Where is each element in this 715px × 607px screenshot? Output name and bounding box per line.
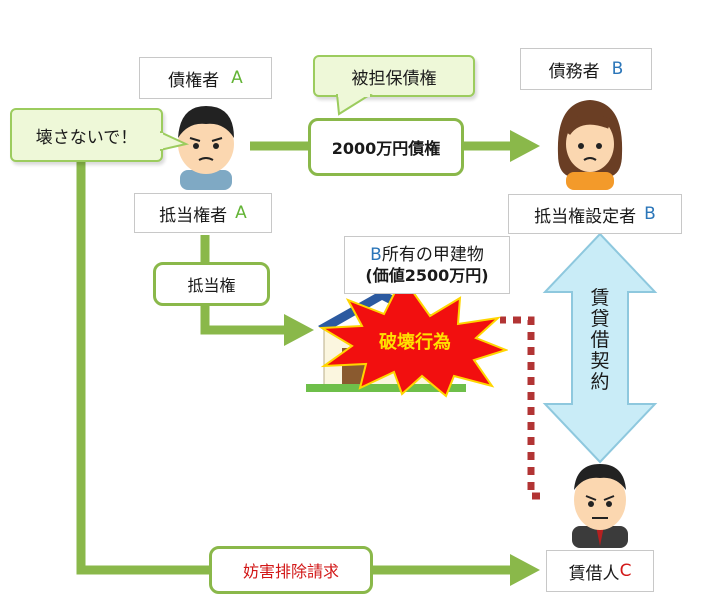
mortgagor-label: 抵当権設定者 B xyxy=(508,194,682,234)
building-name: 所有の甲建物 xyxy=(381,245,484,266)
lease-char-2: 貸 xyxy=(590,307,610,330)
injunction-box: 妨害排除請求 xyxy=(209,546,373,594)
lessee-name: 賃借人 xyxy=(568,563,620,584)
creditor-avatar xyxy=(178,106,234,190)
destruction-dotted-line xyxy=(500,316,540,500)
building-value: (価値2500万円) xyxy=(365,265,489,285)
mortgagee-letter: A xyxy=(235,203,247,223)
lease-char-3: 借 xyxy=(590,328,610,351)
mortgagor-name: 抵当権設定者 xyxy=(534,206,637,227)
lessee-letter: C xyxy=(619,561,632,581)
debtor-letter: B xyxy=(611,59,624,79)
debtor-label: 債務者 B xyxy=(520,48,652,90)
debtor-avatar xyxy=(557,100,623,190)
creditor-label: 債権者 A xyxy=(139,57,272,99)
building-owner-letter: B xyxy=(370,245,382,266)
injunction-arrowhead xyxy=(510,554,540,586)
lease-char-5: 約 xyxy=(590,370,610,393)
creditor-letter: A xyxy=(231,68,243,88)
lease-char-1: 賃 xyxy=(590,287,610,309)
lessee-label: 賃借人 C xyxy=(546,550,654,592)
claim-box: 2000万円債権 xyxy=(308,118,464,176)
collateral-note-text: 被担保債権 xyxy=(351,68,437,89)
speech-text: 壊さないで！ xyxy=(35,127,138,148)
claim-arrowhead xyxy=(510,130,540,162)
mortgage-box: 抵当権 xyxy=(153,262,270,306)
mortgage-text: 抵当権 xyxy=(187,276,236,295)
destruction-label: 破壊行為 xyxy=(379,332,451,353)
claim-text: 2000万円債権 xyxy=(331,139,441,158)
creditor-name: 債権者 xyxy=(168,70,220,91)
speech-bubble-tail xyxy=(160,130,190,152)
speech-bubble: 壊さないで！ xyxy=(10,108,163,162)
building-label: B所有の甲建物 (価値2500万円) xyxy=(344,236,510,294)
building-line1: B所有の甲建物 xyxy=(370,245,484,265)
house-lawn xyxy=(306,384,466,392)
mortgagee-label: 抵当権者 A xyxy=(134,193,272,233)
lease-double-arrow xyxy=(542,232,658,464)
mortgagee-name: 抵当権者 xyxy=(159,205,228,226)
destruction-burst xyxy=(318,288,508,398)
lease-label: 賃 貸 借 契 約 xyxy=(586,288,614,392)
mortgage-arrowhead xyxy=(284,314,314,346)
collateral-note: 被担保債権 xyxy=(313,55,475,97)
lease-char-4: 契 xyxy=(590,349,610,372)
debtor-name: 債務者 xyxy=(548,61,600,82)
collateral-note-tail xyxy=(335,94,373,116)
mortgagor-letter: B xyxy=(644,204,656,224)
injunction-text: 妨害排除請求 xyxy=(242,562,339,581)
lessee-avatar xyxy=(572,464,628,548)
